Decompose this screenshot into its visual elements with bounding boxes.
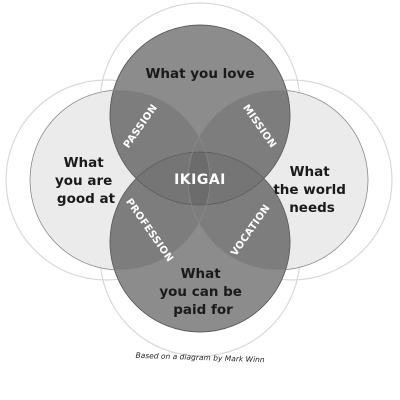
label-love: What you love bbox=[145, 66, 254, 82]
circle-outlines bbox=[29, 24, 369, 333]
label-world-needs: What the world needs bbox=[273, 164, 350, 216]
credit-text: Based on a diagram by Mark Winn bbox=[135, 351, 265, 365]
label-ikigai: IKIGAI bbox=[174, 172, 226, 188]
label-paid-for: What you can be paid for bbox=[159, 266, 246, 318]
label-good-at: What you are good at bbox=[55, 155, 117, 207]
